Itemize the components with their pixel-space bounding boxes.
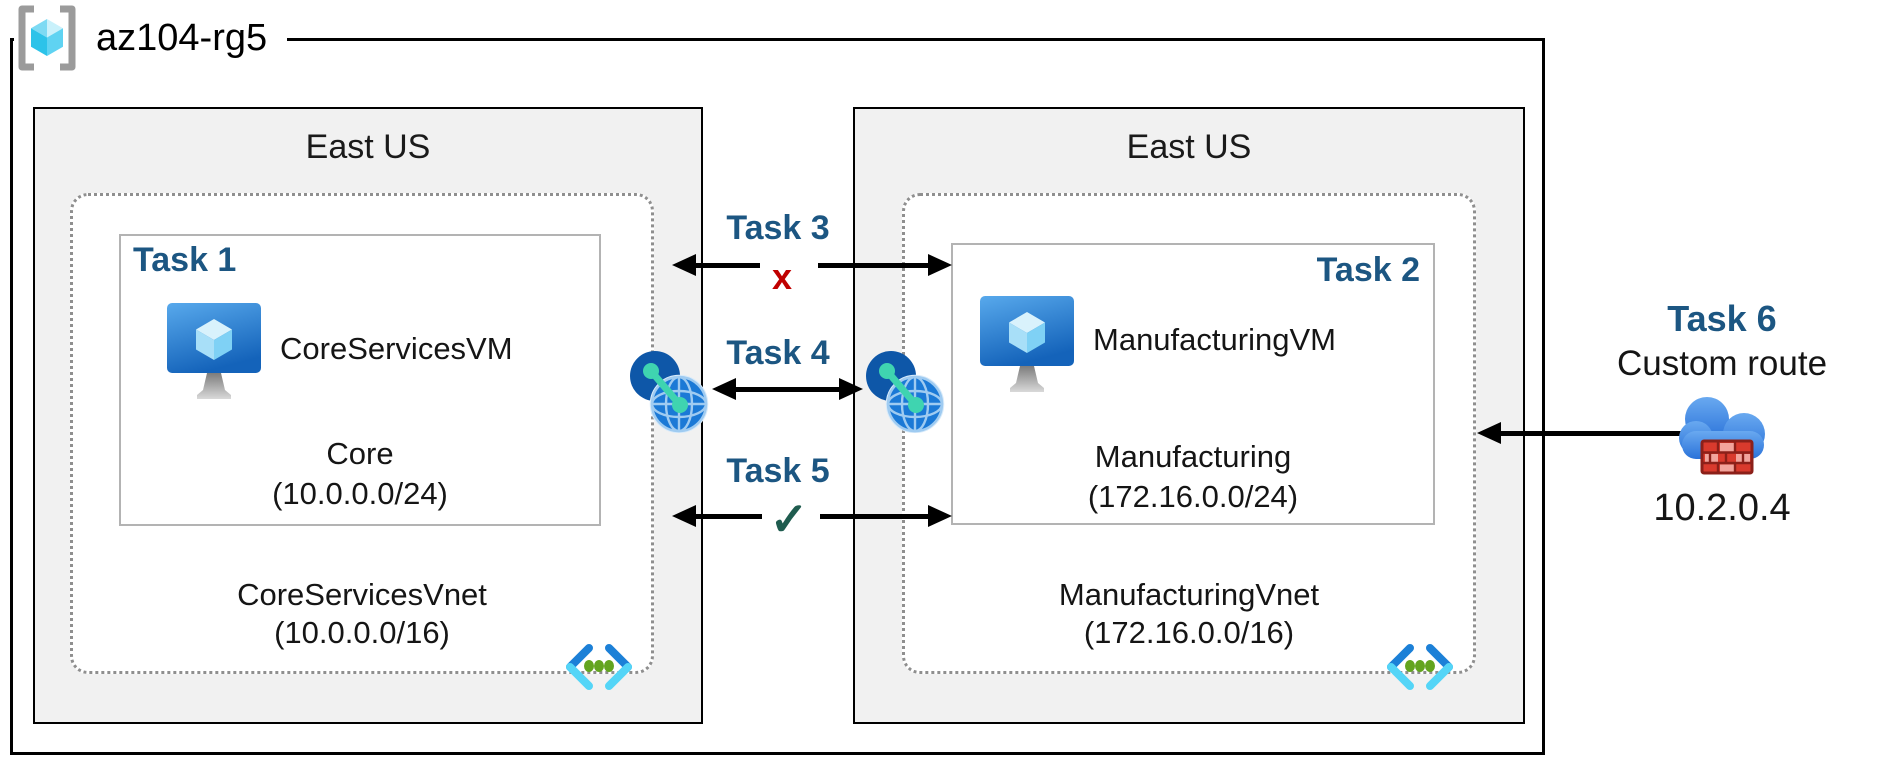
- subnet-name-manufacturing: Manufacturing: [1094, 439, 1292, 474]
- arrow-line: [732, 387, 843, 392]
- arrow-line: [818, 263, 930, 268]
- task2-label: Task 2: [1316, 251, 1420, 289]
- task5-label: Task 5: [726, 452, 830, 490]
- arrow-line: [1499, 431, 1683, 436]
- resource-group-icon: [18, 5, 76, 71]
- arrow-head-right: [928, 505, 952, 527]
- region-title-left: East US: [305, 128, 431, 166]
- arrow-head-right: [839, 378, 863, 400]
- nva-cloud-firewall-icon: [1679, 397, 1765, 475]
- resource-group-box: [10, 38, 1545, 755]
- nva-ip: 10.2.0.4: [1653, 487, 1791, 529]
- vm-icon-coreservices: [167, 303, 261, 399]
- vm-name-manufacturing: ManufacturingVM: [1093, 322, 1336, 357]
- subnet-cidr-manufacturing: (172.16.0.0/24): [1087, 479, 1299, 514]
- vm-icon-manufacturing: [980, 296, 1074, 392]
- vm-name-coreservices: CoreServicesVM: [280, 331, 513, 366]
- region-title-right: East US: [1126, 128, 1252, 166]
- task4-label: Task 4: [726, 334, 830, 372]
- peering-icon-left: [630, 351, 709, 433]
- task6-label: Task 6: [1667, 298, 1777, 339]
- resource-group-label: az104-rg5: [14, 0, 288, 76]
- peering-icon-right: [866, 351, 945, 433]
- vnet-icon-right: [1387, 644, 1453, 690]
- vnet-name-manufacturing: ManufacturingVnet: [1058, 577, 1320, 612]
- task1-label: Task 1: [133, 241, 237, 279]
- arrow-head-left: [1477, 422, 1501, 444]
- arrow-head-left: [672, 254, 696, 276]
- arrow-head-right: [928, 254, 952, 276]
- arrow-head-left: [672, 505, 696, 527]
- vnet-name-coreservices: CoreServicesVnet: [237, 577, 487, 612]
- vnet-cidr-manufacturing: (172.16.0.0/16): [1083, 615, 1295, 650]
- vnet-icon-left: [566, 644, 632, 690]
- task3-label: Task 3: [726, 209, 830, 247]
- blocked-x-mark: x: [771, 256, 793, 297]
- subnet-cidr-core: (10.0.0.0/24): [272, 476, 448, 511]
- subnet-name-core: Core: [326, 436, 394, 471]
- vnet-cidr-coreservices: (10.0.0.0/16): [274, 615, 450, 650]
- arrow-line: [820, 514, 930, 519]
- arrow-head-left: [712, 378, 736, 400]
- resource-group-name: az104-rg5: [96, 16, 268, 59]
- arrow-line: [690, 514, 762, 519]
- allowed-check-mark: ✓: [769, 493, 809, 545]
- custom-route-label: Custom route: [1616, 344, 1828, 383]
- subnet-box-core: [119, 234, 601, 526]
- arrow-line: [690, 263, 760, 268]
